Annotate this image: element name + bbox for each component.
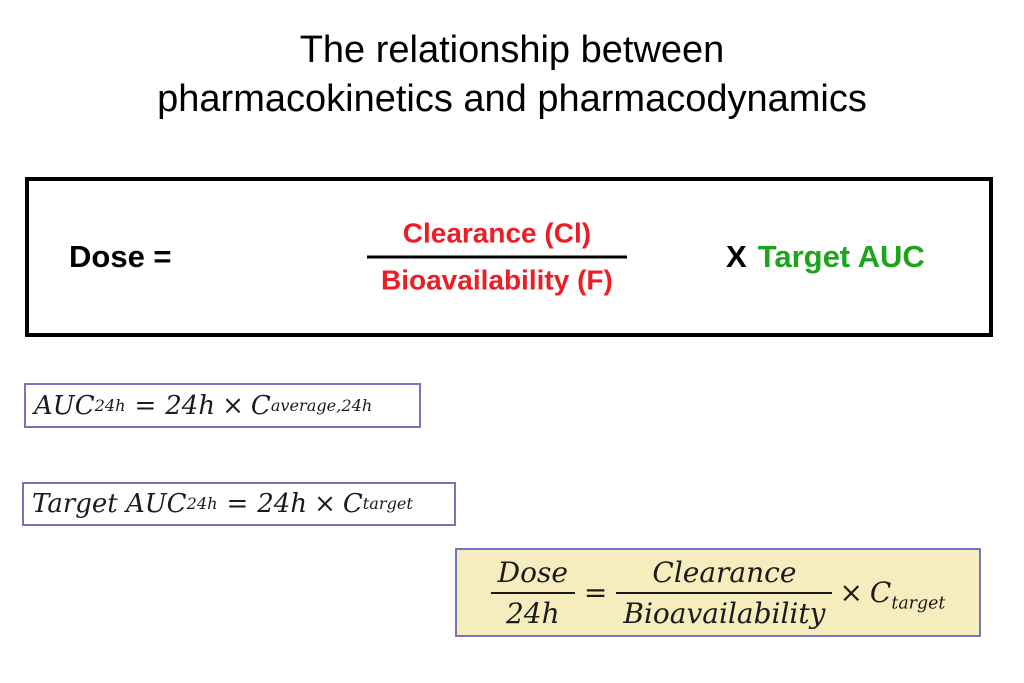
fraction-bar xyxy=(367,255,627,259)
dose-per-24h-fraction: Dose 24h xyxy=(490,555,575,630)
c-target-term: Ctarget xyxy=(869,576,945,612)
times-target-auc-term: X Target AUC xyxy=(726,239,925,275)
auc-rhs-base: C xyxy=(250,390,271,421)
bioavailability-denominator: Bioavailability xyxy=(623,596,826,630)
fraction-bar xyxy=(490,591,575,594)
dose-numerator: Dose xyxy=(497,555,568,589)
title-line-2: pharmacokinetics and pharmacodynamics xyxy=(157,78,867,120)
target-rhs-base: C xyxy=(342,489,363,519)
target-coefficient: 24h xyxy=(257,489,308,519)
dose-label: Dose = xyxy=(69,239,172,274)
dose-denominator: 24h xyxy=(505,596,560,630)
auc-lhs-base: AUC xyxy=(34,390,95,421)
dose-equation-box: Dose = Clearance (Cl) Bioavailability (F… xyxy=(25,177,993,337)
equals-sign: = xyxy=(134,390,157,421)
target-lhs-base: Target AUC xyxy=(32,489,187,519)
times-sign: × xyxy=(222,390,244,421)
fraction-bar xyxy=(616,591,833,594)
fraction-numerator: Clearance (Cl) xyxy=(402,217,592,249)
dose-rate-formula-box: Dose 24h = Clearance Bioavailability × C… xyxy=(455,548,981,637)
clearance-bioavailability-fraction: Clearance (Cl) Bioavailability (F) xyxy=(367,218,627,297)
slide-title: The relationship between pharmacokinetic… xyxy=(0,26,1024,124)
fraction-denominator: Bioavailability (F) xyxy=(381,264,613,296)
equals-sign: = xyxy=(583,576,608,609)
c-target-subscript: target xyxy=(891,593,946,614)
equals-sign: = xyxy=(226,489,249,519)
target-auc-label: Target AUC xyxy=(757,239,925,274)
c-base: C xyxy=(869,576,892,609)
auc-coefficient: 24h xyxy=(165,390,216,421)
times-sign: × xyxy=(314,489,336,519)
times-sign: × xyxy=(839,576,863,609)
multiply-sign: X xyxy=(726,239,747,274)
clearance-numerator: Clearance xyxy=(652,555,797,589)
clearance-bioavailability-fraction: Clearance Bioavailability xyxy=(616,555,833,630)
title-line-1: The relationship between xyxy=(299,29,725,71)
